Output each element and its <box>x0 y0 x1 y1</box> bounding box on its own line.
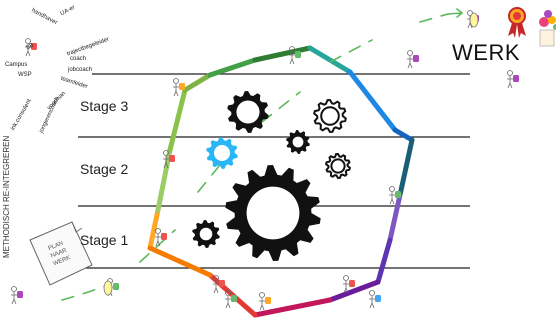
octagon-ring <box>147 45 415 318</box>
gear-icon <box>313 98 347 134</box>
stage-1-label: Stage 1 <box>80 232 129 248</box>
person-icon <box>259 292 271 311</box>
person-icon <box>369 290 381 309</box>
gear-group <box>192 91 352 261</box>
octagon-segment <box>182 72 213 93</box>
flowers-icon <box>539 10 556 47</box>
award-icon <box>508 7 526 38</box>
person-icon <box>213 275 225 294</box>
octagon-segment <box>327 279 381 303</box>
gear-icon <box>227 91 269 133</box>
arrow-icon <box>447 8 464 18</box>
octagon-segment <box>387 192 403 243</box>
person-icon <box>289 46 301 65</box>
octagon-segment <box>397 137 415 198</box>
gear-icon <box>286 130 310 154</box>
progress-path <box>61 13 449 301</box>
gear-icon <box>225 165 321 261</box>
octagon-segment <box>155 147 173 213</box>
stage-2-label: Stage 2 <box>80 161 129 177</box>
person-icon <box>389 186 401 205</box>
octagon-segment <box>392 127 415 143</box>
octagon-segment <box>252 297 333 318</box>
person-icon <box>343 275 355 294</box>
person-icon <box>155 228 167 247</box>
person-icon <box>11 286 23 305</box>
highlight-person-icon <box>103 280 113 296</box>
person-icon <box>507 70 519 89</box>
octagon-segment <box>252 45 313 63</box>
role-coach: coach <box>70 56 87 62</box>
gear-icon <box>324 152 352 180</box>
vertical-label: METHODISCH RE-INTEGREREN <box>2 135 11 258</box>
octagon-segment <box>147 207 161 251</box>
gear-icon <box>192 220 220 248</box>
octagon-segment <box>375 237 393 285</box>
role-jobcoach: jobcoach <box>68 67 93 73</box>
highlight-person-icon <box>469 12 479 28</box>
octagon-segment <box>167 87 188 153</box>
octagon-segment <box>307 45 353 75</box>
role-campus: Campus <box>5 62 28 68</box>
gear-highlight-icon <box>206 137 238 169</box>
stage-3-label: Stage 3 <box>80 98 129 114</box>
role-wsp: WSP <box>18 72 32 78</box>
person-icon <box>163 150 175 169</box>
goal-label: WERK <box>452 40 520 65</box>
plan-note <box>29 221 93 286</box>
octagon-segment <box>207 57 258 78</box>
person-icon <box>173 78 185 97</box>
person-icon <box>25 38 37 57</box>
octagon-segment <box>147 245 213 278</box>
person-icon <box>407 50 419 69</box>
person-icon <box>225 290 237 309</box>
octagon-segment <box>347 69 398 133</box>
